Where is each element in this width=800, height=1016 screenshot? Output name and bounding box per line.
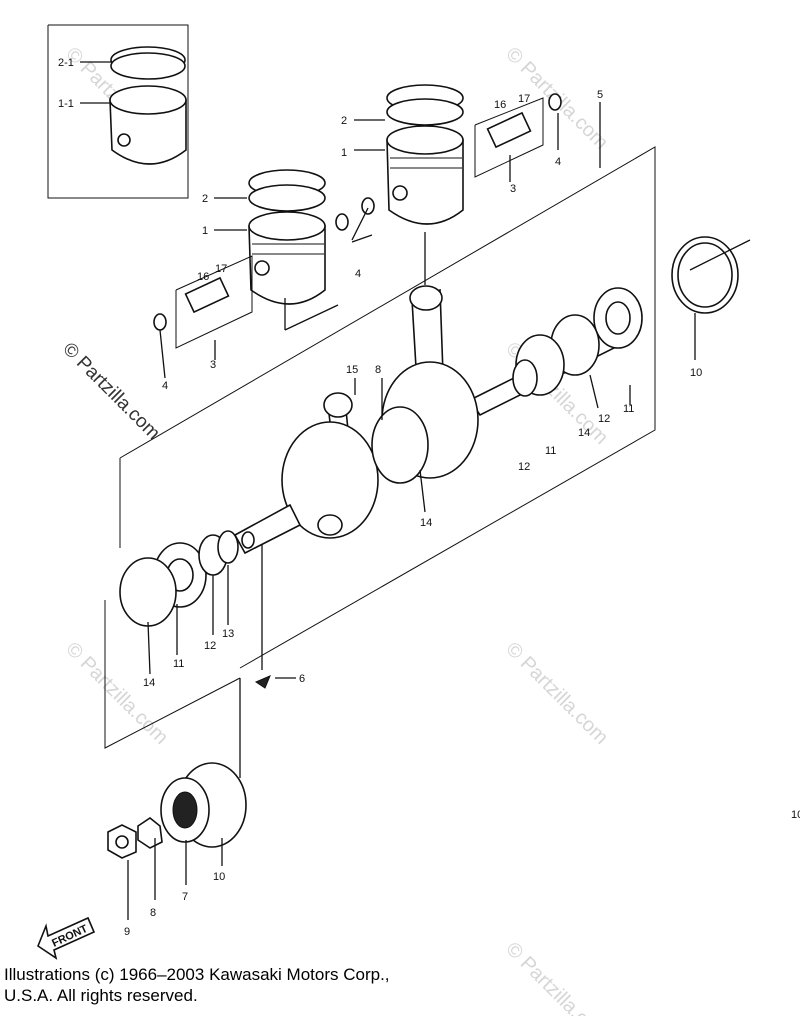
callout-11-b: 11 [545,445,556,457]
callout-4-left: 4 [162,380,168,392]
callout-14-left: 14 [143,677,155,689]
piston-top [354,84,464,225]
callout-11-a: 11 [623,403,634,415]
callout-10-right: 10 [690,367,702,379]
piston-left [214,169,375,305]
callout-2-left: 2 [202,193,208,205]
callout-16-top: 16 [494,99,506,111]
callout-14-a: 14 [578,427,590,439]
callout-12-a: 12 [598,413,610,425]
piston-pin-left-inset [153,255,253,349]
callout-2-1: 2-1 [58,57,74,69]
callout-numbers: 2-1 1-1 2 1 16 17 4 3 5 2 1 16 17 4 3 4 … [58,57,800,938]
right-bearings [512,236,739,397]
callout-17-top: 17 [518,93,530,105]
callout-14-b: 14 [420,517,432,529]
callout-4-top: 4 [555,156,561,168]
leader-lines [127,102,751,920]
piston-pin-top-inset [474,93,562,178]
callout-10-edge: 10 [791,809,800,821]
callout-15: 15 [346,364,358,376]
callout-9: 9 [124,926,130,938]
callout-4-mid: 4 [355,268,361,280]
left-bearings [119,530,271,689]
callout-1-top: 1 [341,147,347,159]
watermark-faint: © Partzilla.com [61,638,172,749]
crankshaft-assembly-outline [119,146,656,669]
callout-1-1: 1-1 [58,98,74,110]
callout-3-top: 3 [510,183,516,195]
callout-5: 5 [597,89,603,101]
callout-8-mid: 8 [375,364,381,376]
callout-7: 7 [182,891,188,903]
callout-11-left: 11 [173,658,184,670]
callout-12-left: 12 [204,640,216,652]
callout-8-bottom: 8 [150,907,156,919]
callout-2-top: 2 [341,115,347,127]
copyright-line-2: U.S.A. All rights reserved. [4,986,198,1005]
copyright-line-1: Illustrations (c) 1966–2003 Kawasaki Mot… [4,965,390,984]
watermark-main: © Partzilla.com [58,339,163,444]
lower-parts [107,762,247,859]
copyright-notice: Illustrations (c) 1966–2003 Kawasaki Mot… [4,964,604,1006]
piston-variant-inset [47,24,189,199]
callout-1-left: 1 [202,225,208,237]
front-arrow: FRONT [37,916,96,960]
callout-13: 13 [222,628,234,640]
callout-6: 6 [299,673,305,685]
callout-16-left: 16 [197,271,209,283]
callout-17-left: 17 [215,263,227,275]
callout-10-bottom: 10 [213,871,225,883]
callout-3-left: 3 [210,359,216,371]
watermark-faint: © Partzilla.com [501,638,612,749]
callout-12-b: 12 [518,461,530,473]
